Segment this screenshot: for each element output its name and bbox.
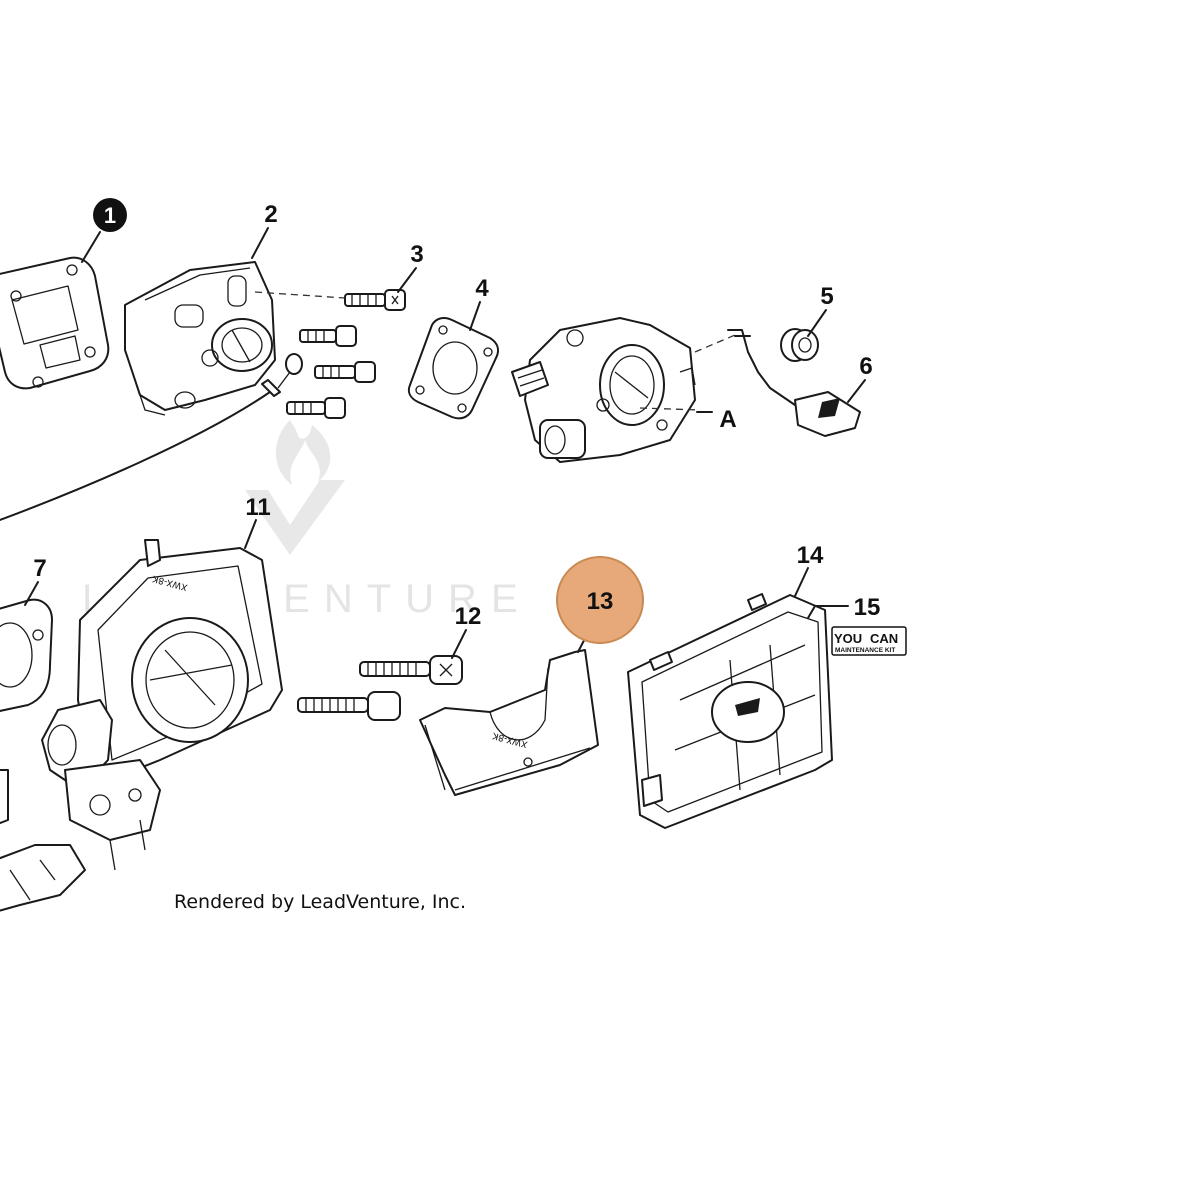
highlight-circle[interactable]	[556, 556, 644, 644]
screw-3a	[344, 289, 406, 311]
part-15-kit-badge: YOU CAN MAINTENANCE KIT	[831, 626, 907, 656]
callout-12: 12	[455, 603, 482, 630]
watermark-logo	[245, 420, 345, 555]
callout-2: 2	[264, 201, 277, 228]
callout-1: 1	[93, 198, 127, 232]
callout-3: 3	[410, 241, 423, 268]
callout-6: 6	[859, 353, 872, 380]
part-13-cover: XWX-8K	[419, 649, 599, 796]
housing-fragment	[0, 769, 86, 912]
part-7-gasket	[0, 598, 53, 712]
kit-badge-line3: MAINTENANCE KIT	[835, 647, 895, 654]
callout-1-label: 1	[104, 203, 116, 228]
ground-wire	[0, 353, 303, 521]
kit-badge-line2: CAN	[870, 631, 898, 646]
screw-3c	[314, 361, 376, 383]
callout-13[interactable]: 13	[587, 588, 614, 615]
callout-13-highlight[interactable]: 13	[556, 556, 644, 644]
part-12-screws	[297, 655, 463, 721]
part-3-screws	[254, 289, 406, 419]
part-11-filter-base: XWX-8K	[41, 539, 283, 871]
callout-4: 4	[475, 275, 489, 302]
screw-12b	[297, 691, 401, 721]
callout-11: 11	[245, 494, 270, 521]
kit-badge-line1: YOU	[834, 631, 862, 646]
carburetor	[511, 317, 736, 463]
part-6-choke-rod	[727, 329, 861, 437]
part-5-grommet	[780, 328, 819, 362]
callout-14: 14	[797, 542, 824, 569]
callout-15: 15	[854, 594, 881, 621]
part-2-adapter	[124, 261, 276, 416]
part-1-gasket	[0, 256, 110, 390]
part-4-gasket	[407, 316, 499, 420]
callout-ref-a: A	[719, 406, 736, 433]
callout-7: 7	[33, 555, 46, 582]
screw-12a	[359, 655, 463, 685]
part-14-air-filter	[627, 593, 833, 829]
screw-3d	[286, 397, 346, 419]
callout-5: 5	[820, 283, 833, 310]
screw-3b	[299, 325, 357, 347]
credit-text: Rendered by LeadVenture, Inc.	[174, 891, 466, 913]
